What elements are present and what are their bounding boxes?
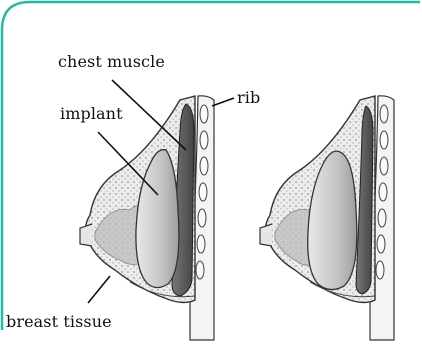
breast-tissue-leader xyxy=(88,276,110,303)
chest-muscle-label: chest muscle xyxy=(58,52,165,71)
breast-tissue-label: breast tissue xyxy=(6,312,112,331)
left-breast-illustration xyxy=(80,96,214,340)
left-nipple xyxy=(80,224,92,246)
rib-label: rib xyxy=(237,88,260,107)
implant-label: implant xyxy=(60,104,123,123)
right-nipple xyxy=(260,224,272,246)
rib-leader xyxy=(212,98,234,106)
right-breast-illustration xyxy=(260,96,394,340)
